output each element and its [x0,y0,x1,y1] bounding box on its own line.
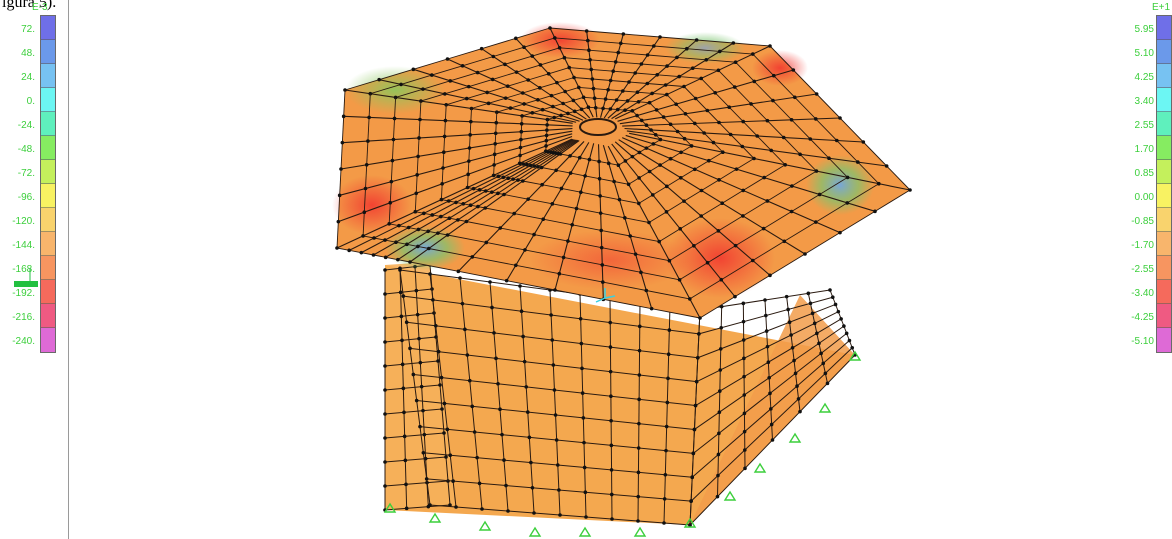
legend-right-swatch [1157,232,1171,256]
legend-right-swatch [1157,40,1171,64]
legend-left-swatch [41,304,55,328]
roof-mesh [335,26,912,320]
legend-right-swatch [1157,160,1171,184]
legend-left-swatch [41,88,55,112]
legend-right-tick-label: 3.40 [1134,96,1154,107]
legend-left-tick-label: -72. [17,168,35,179]
legend-right-unit: E+1 [1152,2,1171,13]
legend-left-tick-label: 48. [21,48,35,59]
legend-left-swatch [41,208,55,232]
legend-left-swatch [41,160,55,184]
legend-right-tick-label: -4.25 [1131,312,1154,323]
document-caption-fragment: igura 5). [2,0,57,11]
legend-left-swatch [41,40,55,64]
legend-left-swatch [41,280,55,304]
legend-left-swatch [41,16,55,40]
viewport-divider[interactable] [68,0,69,539]
legend-left-swatch [41,256,55,280]
legend-left-unit: E-3 [32,2,48,13]
legend-right-swatch [1157,64,1171,88]
legend-right-swatch [1157,16,1171,40]
lower-box-mesh [383,263,857,527]
legend-right-tick-label: -2.55 [1131,264,1154,275]
legend-left-colorbar [40,15,56,353]
legend-right-swatch [1157,184,1171,208]
legend-left-tick-label: -120. [12,216,35,227]
legend-right-swatch [1157,280,1171,304]
legend-right-swatch [1157,328,1171,352]
legend-right-tick-label: 4.25 [1134,72,1154,83]
legend-right-tick-label: -0.85 [1131,216,1154,227]
legend-right-tick-label: 0.00 [1134,192,1154,203]
legend-left-marker [14,268,38,287]
legend-right-tick-label: 1.70 [1134,144,1154,155]
legend-left-tick-label: 24. [21,72,35,83]
legend-right-swatch [1157,112,1171,136]
legend-left-swatch [41,64,55,88]
stress-legend-right: E+1 5.95 5.10 4.25 3.40 2.55 1.70 0.85 0.00 -0.8… [1118,0,1172,500]
legend-right-swatch [1157,136,1171,160]
legend-left-swatch [41,328,55,352]
legend-left-tick-label: 0. [26,96,35,107]
legend-left-tick-label: -144. [12,240,35,251]
legend-left-swatch [41,136,55,160]
legend-right-colorbar [1156,15,1172,353]
legend-right-tick-label: -5.10 [1131,336,1154,347]
legend-right-swatch [1157,304,1171,328]
legend-left-tick-label: -192. [12,288,35,299]
legend-right-tick-label: -1.70 [1131,240,1154,251]
legend-left-swatch [41,112,55,136]
legend-left-swatch [41,232,55,256]
legend-right-tick-label: 0.85 [1134,168,1154,179]
stress-legend-left: E-3 72. 48. 24. 0. -24. -48. -72. -96. -120. -144… [0,0,60,500]
legend-left-tick-label: -48. [17,144,35,155]
legend-right-tick-label: 5.10 [1134,48,1154,59]
legend-left-swatch [41,184,55,208]
legend-right-swatch [1157,208,1171,232]
local-axes-icon [595,288,616,303]
legend-left-tick-label: 72. [21,24,35,35]
legend-left-tick-label: -96. [17,192,35,203]
legend-left-tick-label: -240. [12,336,35,347]
legend-left-tick-label: -24. [17,120,35,131]
legend-left-tick-label: -216. [12,312,35,323]
legend-right-swatch [1157,88,1171,112]
legend-left-tick-label: -168. [12,264,35,275]
legend-right-tick-label: -3.40 [1131,288,1154,299]
legend-right-tick-label: 2.55 [1134,120,1154,131]
support-symbols [383,350,862,537]
legend-right-swatch [1157,256,1171,280]
legend-right-tick-label: 5.95 [1134,24,1154,35]
